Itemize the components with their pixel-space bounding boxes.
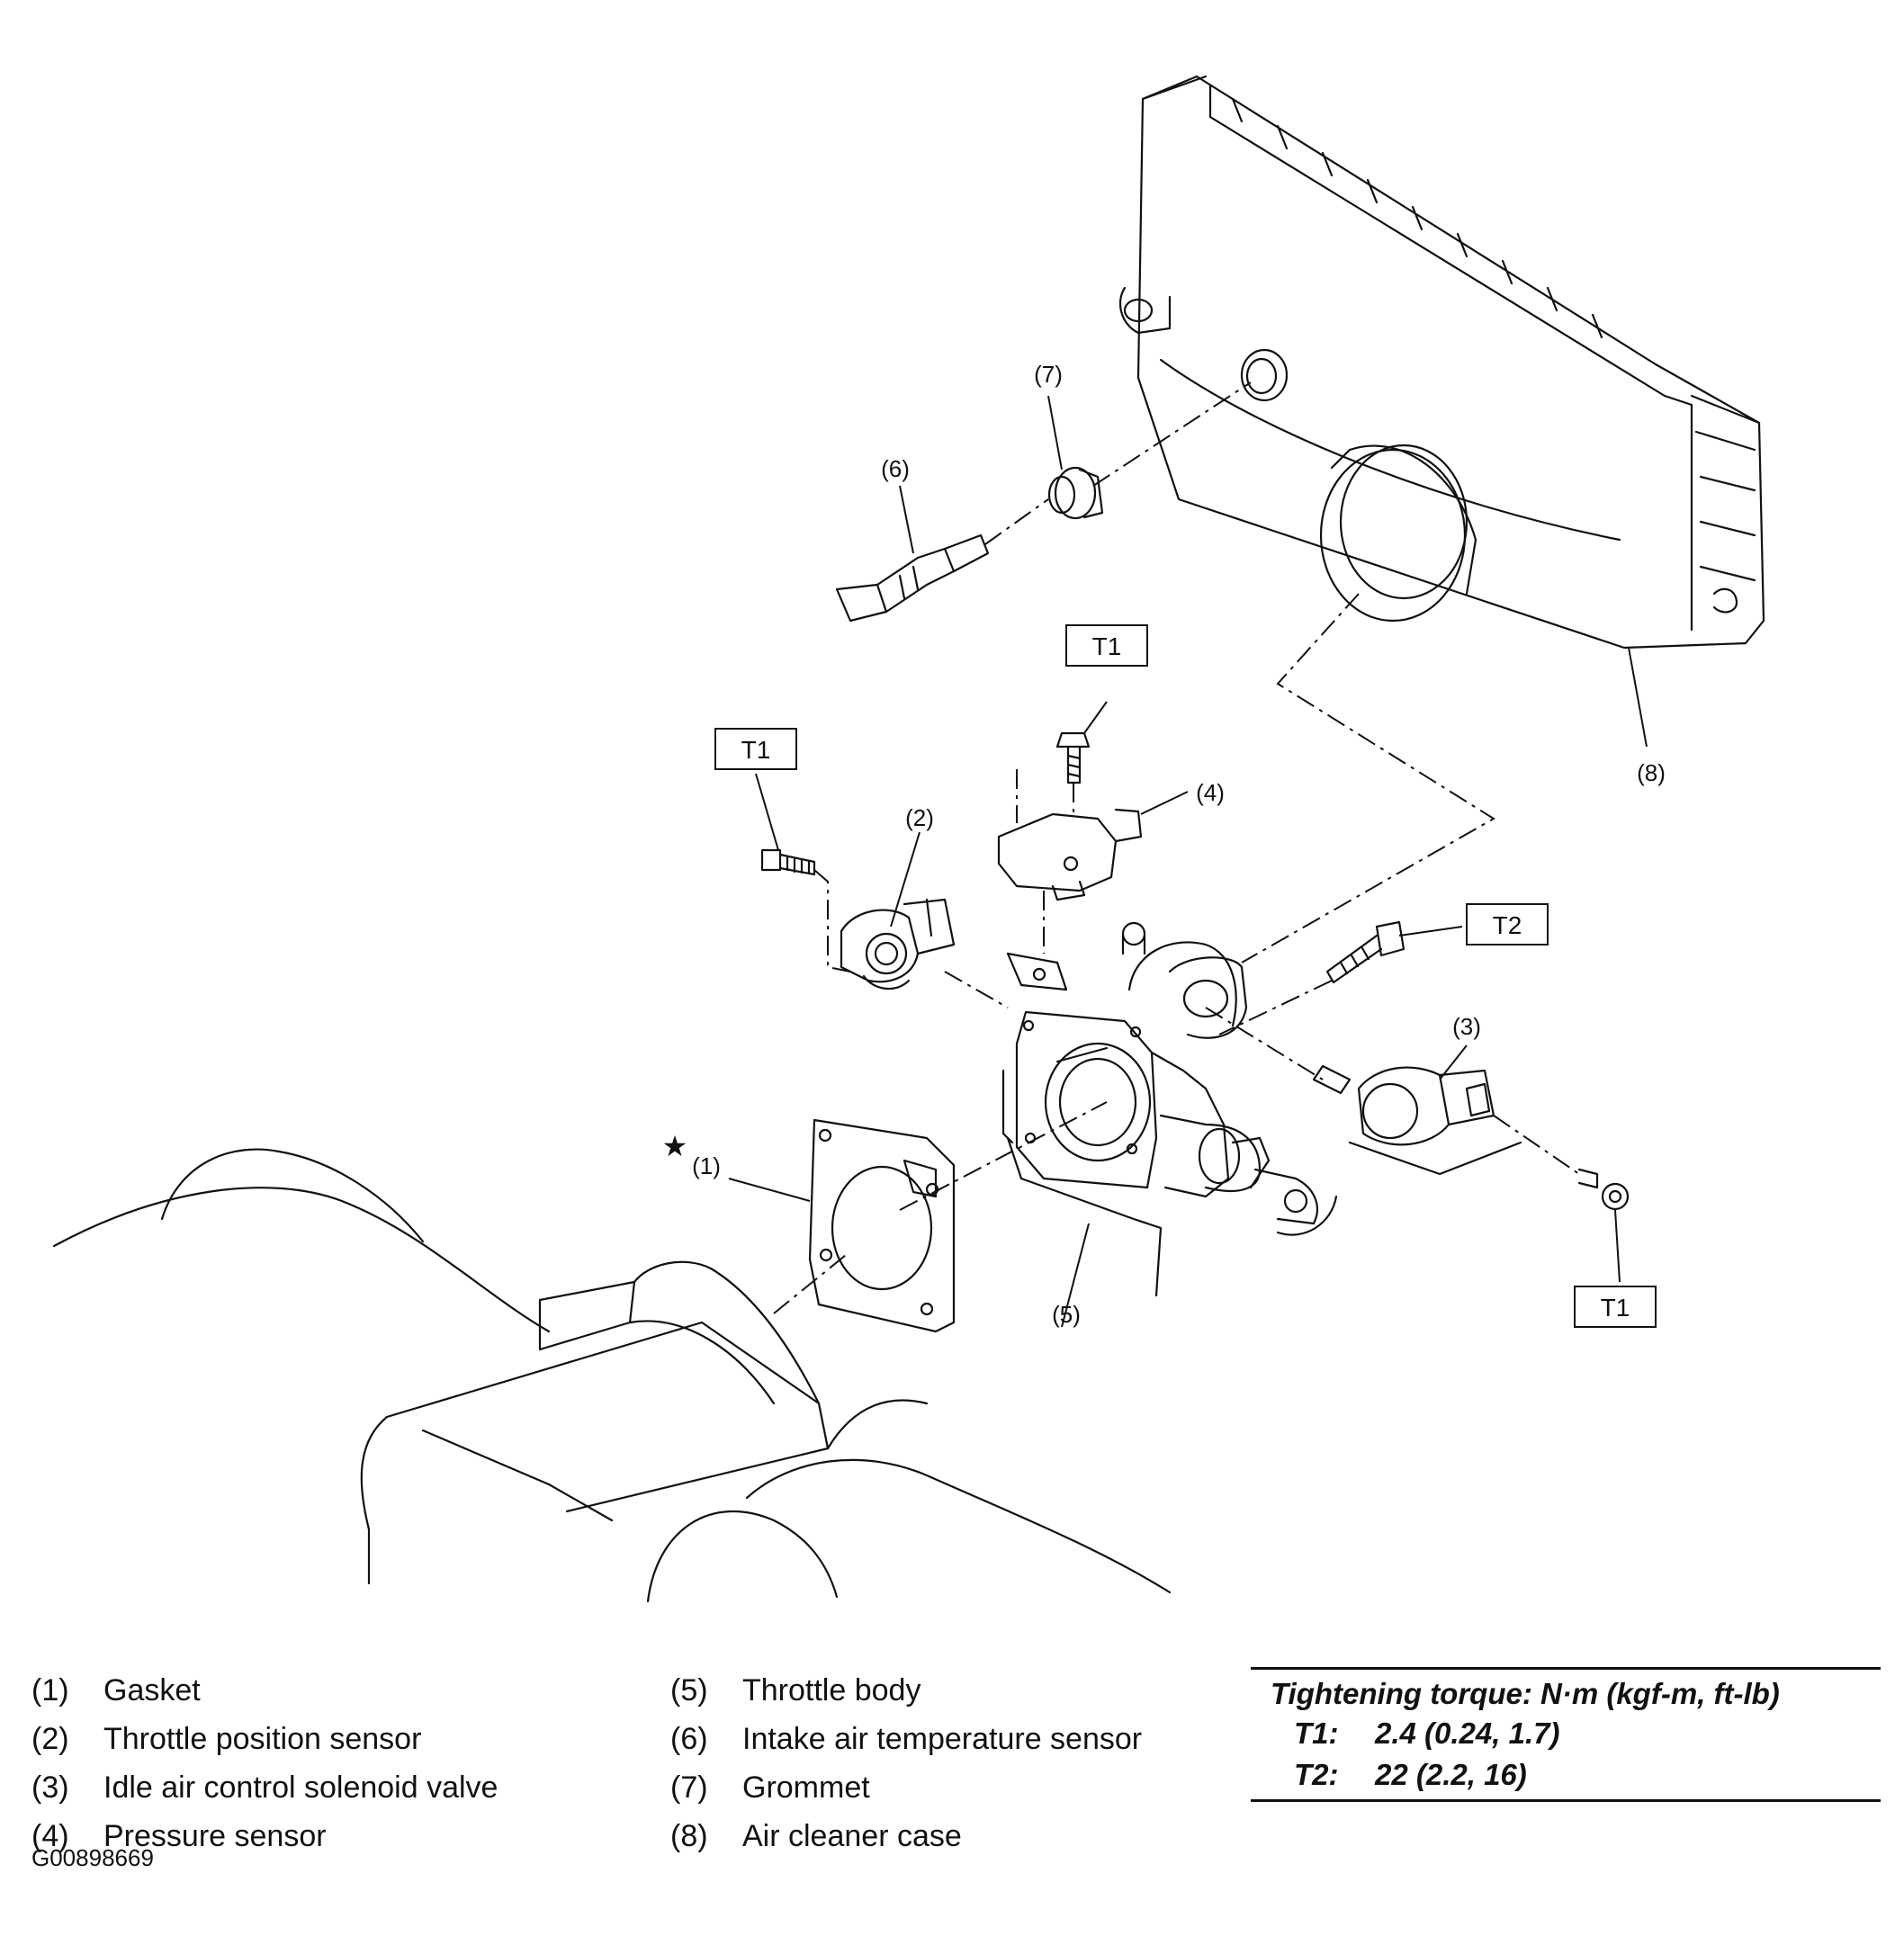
tag-t1-pressure: T1 <box>1092 632 1122 660</box>
tps-bolt <box>760 848 816 876</box>
gasket <box>808 1118 956 1333</box>
legend-item: (7)Grommet <box>670 1770 870 1805</box>
torque-row: T2:22 (2.2, 16) <box>1294 1758 1527 1791</box>
legend-item: (3)Idle air control solenoid valve <box>31 1770 498 1805</box>
tag-t2: T2 <box>1493 911 1522 939</box>
tag-t1-tps: T1 <box>741 736 771 764</box>
throttle-body <box>1001 921 1338 1297</box>
callout-2: (2) <box>905 804 934 831</box>
callout-8: (8) <box>1637 759 1666 786</box>
exploded-diagram: T1 T1 T2 T1 (7) (6) (8) (4) (2) (3) (1) … <box>52 75 1765 1603</box>
pressure-sensor-bolt <box>1055 731 1091 784</box>
intake-air-temp-sensor <box>835 533 990 623</box>
intake-manifold <box>52 1148 1172 1603</box>
legend-item: (5)Throttle body <box>670 1673 921 1707</box>
callout-6: (6) <box>881 455 910 482</box>
figure-code: G00898669 <box>31 1844 154 1871</box>
tag-t1-iac: T1 <box>1601 1294 1630 1322</box>
t2-bolt <box>1325 920 1406 984</box>
idle-air-control-valve <box>1312 1064 1522 1176</box>
callout-7: (7) <box>1034 361 1063 388</box>
callout-4: (4) <box>1196 779 1225 806</box>
legend-right: (5)Throttle body (6)Intake air temperatu… <box>670 1666 1142 1860</box>
star-mark: ★ <box>662 1130 688 1162</box>
callout-3: (3) <box>1452 1013 1481 1040</box>
torque-title: Tightening torque: N·m (kgf-m, ft-lb) <box>1271 1677 1780 1710</box>
legend-item: (8)Air cleaner case <box>670 1819 962 1853</box>
pressure-sensor <box>997 808 1143 901</box>
legend-item: (6)Intake air temperature sensor <box>670 1722 1143 1756</box>
assembly-lines <box>773 381 1580 1314</box>
legend-item: (1)Gasket <box>31 1673 201 1707</box>
leader-lines <box>728 395 1648 1328</box>
throttle-position-sensor <box>840 898 956 990</box>
legend-left: (1)Gasket (2)Throttle position sensor (3… <box>31 1666 498 1860</box>
torque-row: T1:2.4 (0.24, 1.7) <box>1294 1716 1560 1750</box>
callout-5: (5) <box>1052 1301 1081 1328</box>
air-cleaner-case <box>1118 75 1765 650</box>
grommet <box>1047 466 1104 520</box>
torque-tag-boxes <box>714 624 1657 1328</box>
torque-spec-table: Tightening torque: N·m (kgf-m, ft-lb) T1… <box>1251 1667 1881 1802</box>
legend-item: (4)Pressure sensor <box>31 1819 327 1853</box>
callout-1: (1) <box>692 1152 721 1179</box>
iac-bolt <box>1577 1168 1630 1211</box>
legend-item: (2)Throttle position sensor <box>31 1722 422 1756</box>
